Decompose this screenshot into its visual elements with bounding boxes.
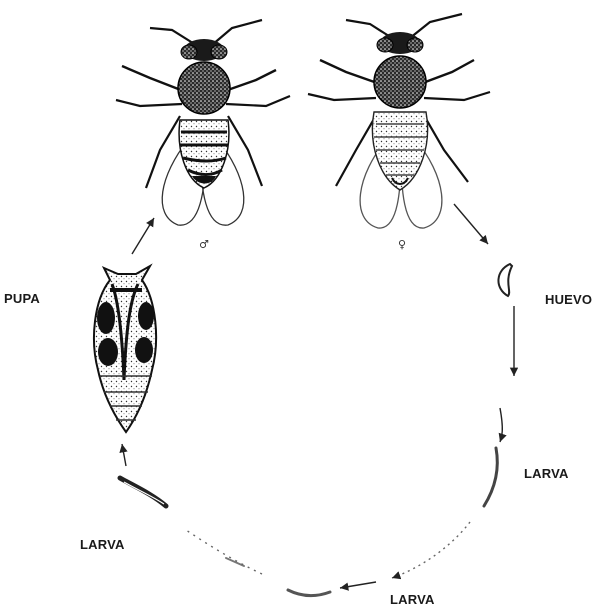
egg-illustration	[498, 264, 512, 296]
larva-illustrations	[120, 448, 497, 596]
larva-label-left: LARVA	[80, 537, 125, 552]
pupa-illustration	[94, 266, 156, 432]
larva-label-right: LARVA	[524, 466, 569, 481]
male-fly-illustration	[116, 20, 290, 225]
cycle-arrows	[122, 204, 514, 588]
larva-label-bottom: LARVA	[390, 592, 435, 607]
female-fly-illustration	[308, 14, 490, 228]
female-symbol: ♀	[398, 238, 406, 251]
pupa-label: PUPA	[4, 291, 40, 306]
male-symbol: ♂	[199, 238, 209, 251]
egg-label: HUEVO	[545, 292, 592, 307]
